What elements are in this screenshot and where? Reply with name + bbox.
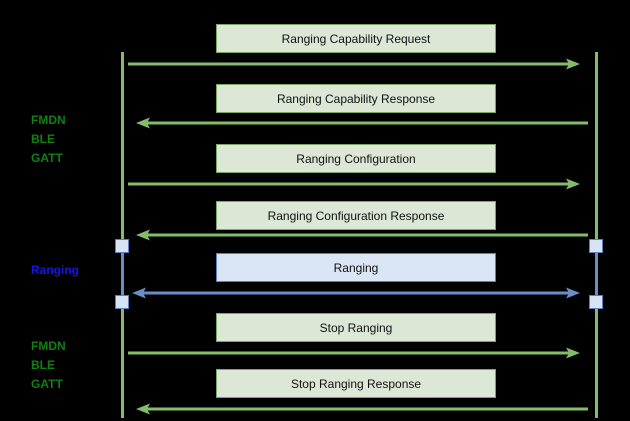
activation-node-left-start	[115, 239, 129, 253]
message-box-ranging[interactable]: Ranging	[216, 253, 496, 282]
message-arrow-left-2	[136, 228, 588, 242]
message-box-stop-ranging[interactable]: Stop Ranging	[216, 313, 496, 342]
lifeline-right	[595, 52, 598, 418]
phase-label-line-ble: BLE	[31, 132, 55, 146]
message-arrow-left-1	[136, 116, 588, 130]
message-box-stop-ranging-response[interactable]: Stop Ranging Response	[216, 369, 496, 398]
message-arrow-bidirectional-ranging	[132, 286, 580, 300]
activation-node-right-end	[589, 295, 603, 309]
message-arrow-right-3	[128, 346, 580, 360]
phase-label-line-fmdn-2: FMDN	[31, 339, 66, 353]
message-arrow-left-3	[136, 402, 588, 416]
message-label: Stop Ranging Response	[290, 376, 422, 391]
message-box-ranging-capability-response[interactable]: Ranging Capability Response	[216, 84, 496, 113]
activation-bar-right	[595, 246, 598, 302]
activation-bar-left	[121, 246, 124, 302]
phase-label-fmdn-ble-gatt-top: FMDN BLE GATT	[31, 111, 66, 168]
message-label: Ranging Configuration	[296, 151, 416, 166]
phase-label-line-ble-2: BLE	[31, 358, 55, 372]
phase-label-line-ranging: Ranging	[31, 263, 79, 277]
message-label: Stop Ranging	[319, 320, 393, 335]
phase-label-line-gatt: GATT	[31, 151, 63, 165]
activation-node-right-start	[589, 239, 603, 253]
lifeline-left	[121, 52, 124, 418]
message-label: Ranging	[333, 260, 379, 275]
message-arrow-right-2	[128, 177, 580, 191]
message-label: Ranging Configuration Response	[267, 208, 445, 223]
message-box-ranging-configuration[interactable]: Ranging Configuration	[216, 144, 496, 173]
message-box-ranging-configuration-response[interactable]: Ranging Configuration Response	[216, 201, 496, 230]
message-arrow-right-1	[128, 57, 580, 71]
message-box-ranging-capability-request[interactable]: Ranging Capability Request	[216, 24, 496, 53]
activation-node-left-end	[115, 295, 129, 309]
phase-label-fmdn-ble-gatt-bottom: FMDN BLE GATT	[31, 337, 66, 394]
phase-label-line-gatt-2: GATT	[31, 377, 63, 391]
message-label: Ranging Capability Request	[281, 31, 431, 46]
message-label: Ranging Capability Response	[276, 91, 436, 106]
phase-label-line-fmdn: FMDN	[31, 113, 66, 127]
phase-label-ranging: Ranging	[31, 261, 79, 280]
